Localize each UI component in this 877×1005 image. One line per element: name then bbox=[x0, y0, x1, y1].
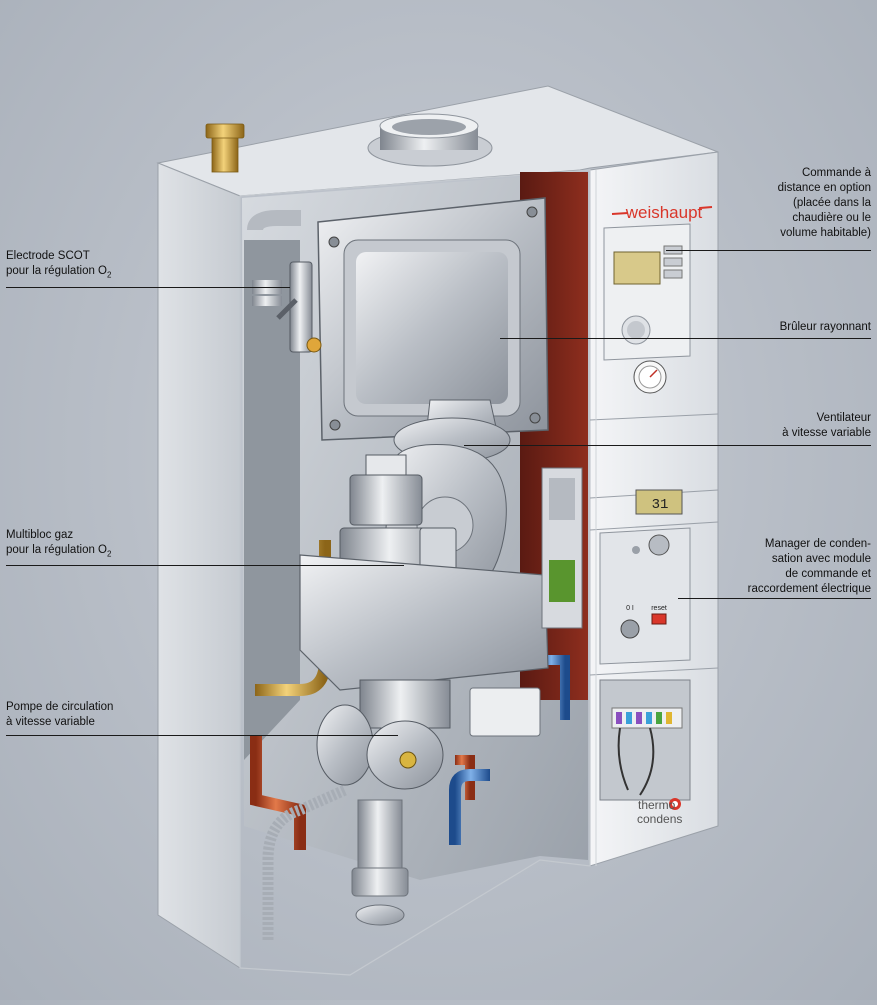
main-switch-marks: 0 I bbox=[626, 605, 634, 612]
callout-fan-line2: à vitesse variable bbox=[782, 427, 871, 439]
callout-manager-line1: Manager de conden- bbox=[764, 538, 871, 550]
brand-logo-text: weishaupt bbox=[625, 203, 703, 222]
leader-line-burner bbox=[500, 338, 871, 339]
leader-line-remote bbox=[666, 250, 871, 251]
callout-scot-electrode: Electrode SCOT pour la régulation O2 bbox=[6, 249, 111, 279]
callout-manager-line2: sation avec module bbox=[771, 553, 871, 565]
leader-line-multibloc bbox=[6, 565, 404, 566]
callout-multibloc-line1: Multibloc gaz bbox=[6, 529, 74, 541]
callout-burner-line1: Brûleur rayonnant bbox=[779, 321, 871, 333]
callout-remote-line4: chaudière ou le bbox=[792, 212, 871, 224]
product-name-line1: thermo bbox=[638, 798, 676, 812]
leader-line-fan bbox=[464, 445, 871, 446]
callout-radiant-burner: Brûleur rayonnant bbox=[780, 320, 871, 335]
callout-remote-line2: distance en option bbox=[777, 182, 871, 194]
callout-multibloc-line2: pour la régulation O2 bbox=[6, 544, 112, 559]
reset-button-label: reset bbox=[651, 605, 667, 612]
callout-gas-multibloc: Multibloc gaz pour la régulation O2 bbox=[6, 528, 111, 558]
callout-remote-line5: volume habitable) bbox=[780, 227, 871, 239]
leader-line-pump bbox=[6, 735, 398, 736]
callout-scot-line2: pour la régulation O2 bbox=[6, 265, 112, 280]
callout-remote-line3: (placée dans la bbox=[793, 197, 871, 209]
product-name-line2: condens bbox=[637, 812, 682, 826]
callout-fan-line1: Ventilateur bbox=[816, 412, 871, 424]
leader-line-scot bbox=[6, 287, 290, 288]
callout-scot-line1: Electrode SCOT bbox=[6, 250, 90, 262]
callout-circulation-pump: Pompe de circulation à vitesse variable bbox=[6, 700, 113, 730]
callout-variable-fan: Ventilateur à vitesse variable bbox=[782, 411, 871, 441]
callout-pump-line1: Pompe de circulation bbox=[6, 701, 114, 713]
callout-pump-line2: à vitesse variable bbox=[6, 716, 95, 728]
callout-condensation-manager: Manager de conden- sation avec module de… bbox=[748, 537, 871, 597]
callout-manager-line3: de commande et bbox=[785, 568, 871, 580]
callout-remote-control: Commande à distance en option (placée da… bbox=[778, 166, 871, 241]
callout-remote-line1: Commande à bbox=[801, 167, 871, 179]
temperature-display: 31 bbox=[652, 497, 669, 513]
callout-manager-line4: raccordement électrique bbox=[747, 583, 871, 595]
leader-line-manager bbox=[678, 598, 871, 599]
